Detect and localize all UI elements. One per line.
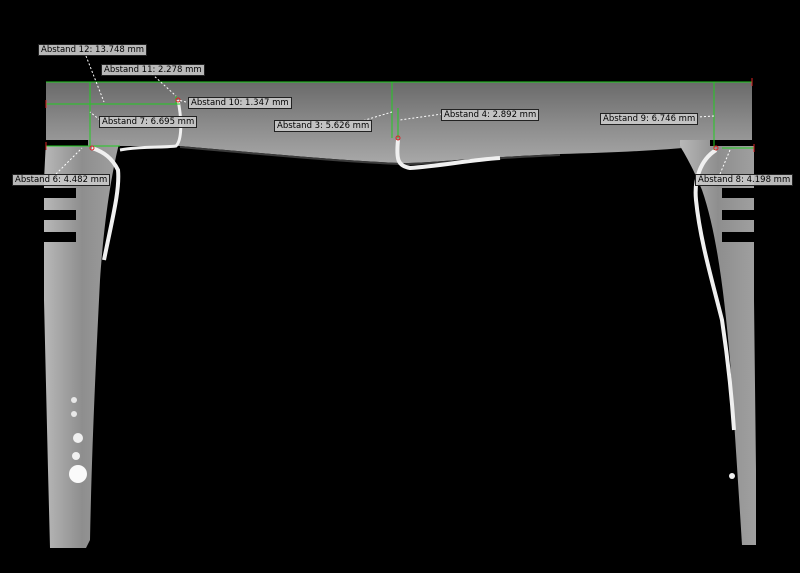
measurement-label-8: Abstand 8: 4.198 mm (695, 174, 794, 186)
measurement-label-11: Abstand 11: 2.278 mm (101, 64, 205, 76)
measurement-label-4: Abstand 4: 2.892 mm (441, 109, 540, 121)
measurement-label-9: Abstand 9: 6.746 mm (600, 113, 699, 125)
measurement-label-10: Abstand 10: 1.347 mm (188, 97, 292, 109)
measurement-label-3: Abstand 3: 5.626 mm (274, 120, 373, 132)
measurement-label-6: Abstand 6: 4.482 mm (12, 174, 111, 186)
center-filament (395, 139, 501, 171)
label-leaders (55, 55, 731, 175)
left-filament (91, 146, 121, 261)
measurement-label-12: Abstand 12: 13.748 mm (38, 44, 148, 56)
measurement-guides (46, 81, 754, 150)
measurement-label-7: Abstand 7: 6.695 mm (99, 116, 198, 128)
measurement-endpoints (45, 78, 755, 152)
